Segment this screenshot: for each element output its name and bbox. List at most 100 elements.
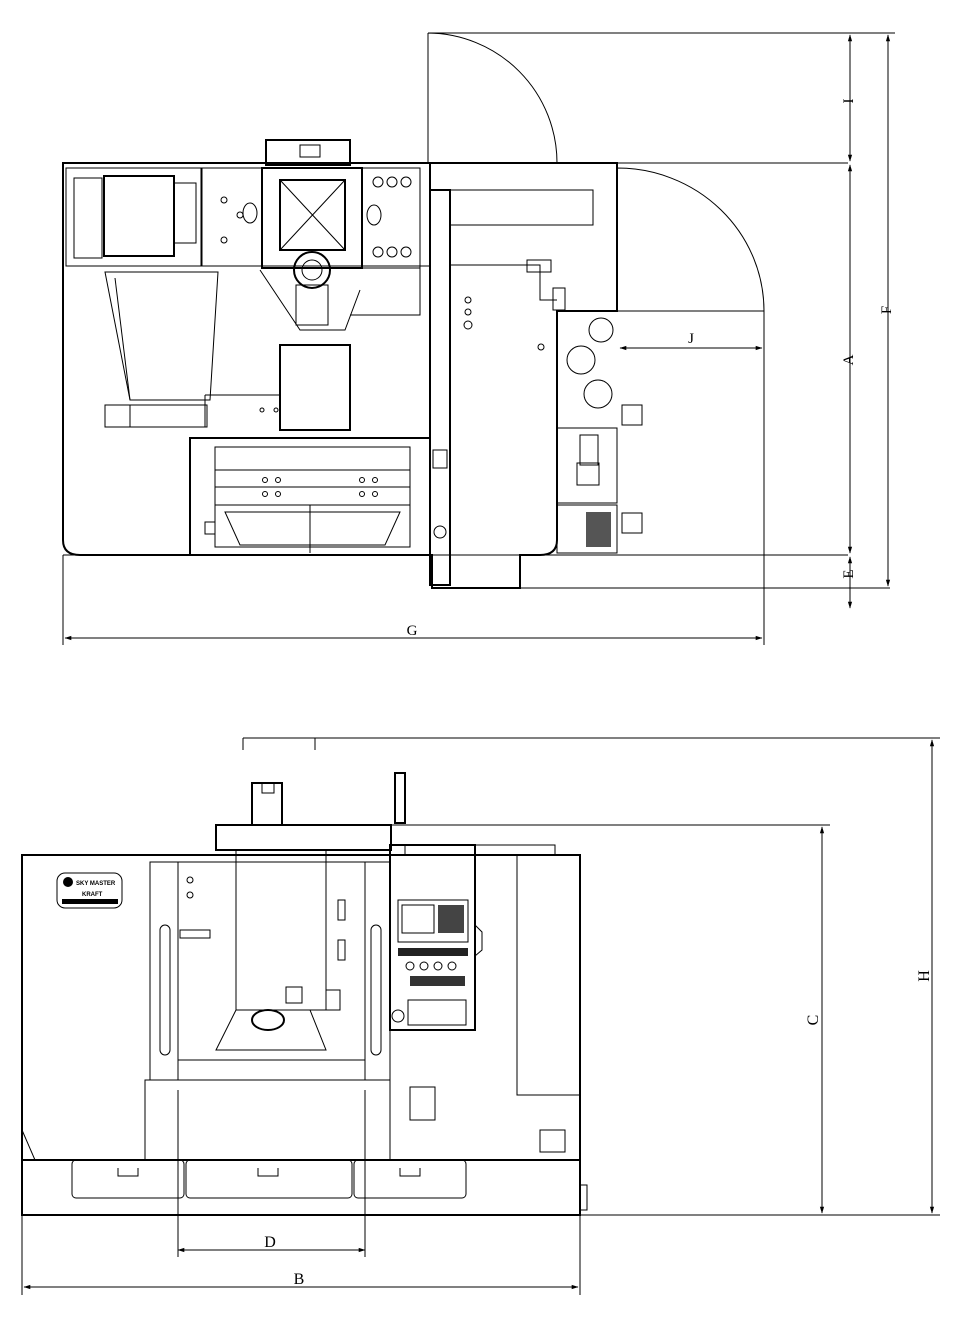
motor-cap — [299, 144, 321, 158]
hose-ring-4 — [372, 246, 384, 258]
dial-3 — [433, 961, 443, 971]
tool-sensor — [285, 986, 303, 1004]
vent-box — [556, 504, 618, 554]
fan-2 — [583, 379, 613, 409]
saddle-bolt-1 — [259, 407, 265, 413]
transformer-base — [576, 462, 600, 486]
spindle-body — [295, 284, 329, 326]
chip-tray-3 — [353, 1159, 467, 1199]
fan-3 — [588, 317, 614, 343]
cab-hole-3 — [463, 320, 473, 330]
door-swing-arc-lower — [616, 167, 765, 312]
logo-sub: KRAFT — [82, 892, 103, 898]
table-bolt-4 — [372, 477, 378, 483]
panel-hole-3 — [220, 236, 228, 244]
coolant-nozzle — [325, 989, 341, 1011]
door-left — [149, 861, 179, 1081]
transformer-box — [556, 427, 618, 504]
work-table — [214, 446, 411, 548]
machine-base — [21, 1159, 581, 1216]
tray-handle-1 — [117, 1168, 139, 1177]
label-J: J — [688, 331, 694, 347]
label-B: B — [294, 1271, 305, 1288]
chip-tray-1 — [71, 1159, 185, 1199]
chip-funnel — [104, 271, 219, 401]
label-F: F — [879, 306, 895, 314]
cabinet-top — [404, 844, 556, 856]
logo-band — [62, 899, 118, 904]
table-bolt-6 — [275, 491, 281, 497]
window-slot-1 — [337, 899, 346, 921]
spindle-nose-cover — [215, 1009, 327, 1051]
side-box-2 — [621, 512, 643, 534]
logo-brand: SKY MASTER — [76, 881, 116, 887]
spindle-nose — [251, 1009, 285, 1031]
conveyor-box — [104, 404, 208, 428]
spindle-circle — [293, 251, 331, 289]
pendant-handle — [474, 924, 483, 957]
cab-hole-1 — [464, 296, 472, 304]
chip-tray-2 — [185, 1159, 353, 1199]
cab-hole-4 — [537, 343, 545, 351]
table-bolt-3 — [359, 477, 365, 483]
label-D: D — [264, 1234, 276, 1251]
emergency-stop-button[interactable] — [391, 1009, 405, 1023]
door-bracket — [179, 929, 211, 939]
hose-panel — [361, 167, 421, 269]
front-lower-panel — [144, 1079, 391, 1161]
control-pendant — [389, 844, 476, 1031]
hinge-pin — [433, 525, 447, 539]
panel-hole-1 — [220, 196, 228, 204]
door-swing-arc-upper — [427, 32, 558, 164]
column-top — [215, 824, 392, 851]
outlet-box — [409, 1086, 436, 1121]
column-saddle — [279, 344, 351, 431]
door-window — [177, 861, 366, 1061]
table-latch — [204, 521, 216, 535]
dial-2 — [419, 961, 429, 971]
logo-plate — [56, 872, 123, 909]
electrical-panel — [201, 167, 263, 267]
cab-switch — [552, 287, 566, 311]
hose-port — [366, 204, 382, 226]
window-slot-2 — [337, 939, 346, 961]
door-hinge-column — [429, 189, 451, 586]
keypad — [438, 905, 464, 933]
side-cabinet — [516, 854, 581, 1096]
button-row — [398, 948, 468, 956]
label-C: C — [805, 1015, 822, 1026]
hose-ring-1 — [372, 176, 384, 188]
door-bolt-2 — [186, 891, 194, 899]
table-bolt-8 — [372, 491, 378, 497]
table-bolt-2 — [275, 477, 281, 483]
side-valve — [539, 1129, 566, 1153]
tank-side-box — [173, 182, 197, 244]
enclosure-corner — [21, 1129, 36, 1161]
door-rail — [449, 189, 594, 226]
door-bolt-1 — [186, 876, 194, 884]
funnel-line-left — [114, 277, 131, 401]
side-box-1 — [621, 404, 643, 426]
hose-duct — [350, 268, 421, 316]
cnc-screen-bezel — [397, 899, 469, 943]
hose-ring-3 — [400, 176, 412, 188]
spindle-motor — [251, 782, 283, 826]
switch-strip — [410, 976, 465, 986]
dial-4 — [447, 961, 457, 971]
head-support — [259, 269, 361, 331]
hose-ring-2 — [386, 176, 398, 188]
vent-grille — [586, 512, 611, 547]
tray-handle-3 — [399, 1168, 421, 1177]
chip-tray — [224, 511, 401, 546]
fan-1 — [566, 345, 596, 375]
leveling-foot — [579, 1184, 588, 1211]
table-bolt-7 — [359, 491, 365, 497]
spindle-motor-top — [265, 139, 351, 166]
door-handle-left — [159, 924, 171, 1056]
table-bolt-5 — [262, 491, 268, 497]
label-A: A — [841, 354, 857, 365]
hose-ring-6 — [400, 246, 412, 258]
panel-hole-2 — [236, 211, 244, 219]
front-view: SKY MASTER KRAFT C H — [21, 737, 940, 1295]
